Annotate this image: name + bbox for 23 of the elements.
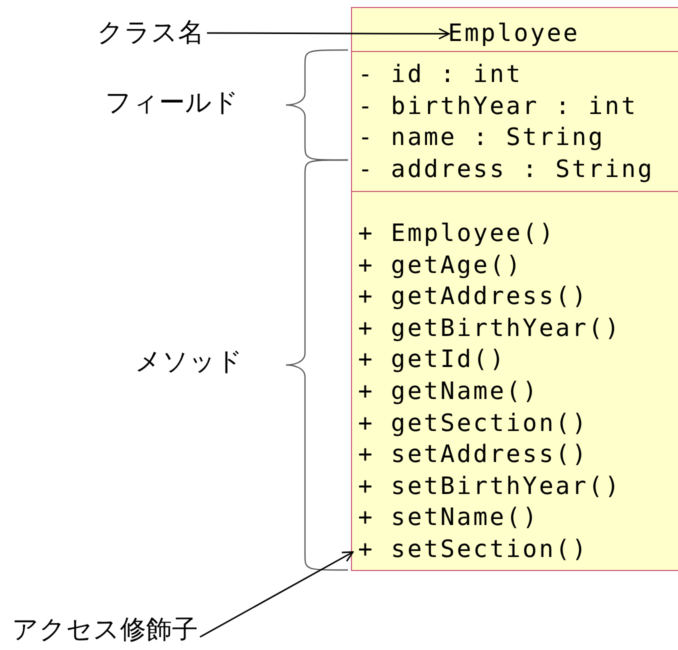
- class-box: [351, 7, 678, 571]
- method-text: + getName(): [358, 376, 539, 407]
- arrow: [200, 551, 354, 638]
- section-label: フィールド: [105, 88, 239, 118]
- method-text: + setBirthYear(): [358, 470, 622, 502]
- field-text: - name : String: [358, 122, 605, 154]
- method-text: + getAddress(): [358, 281, 588, 312]
- method-text: + setSection(): [358, 534, 588, 565]
- field-text: - address : String: [358, 154, 654, 185]
- annotation-text: クラス名: [97, 18, 204, 48]
- method-text: + getAge(): [358, 250, 522, 281]
- method-text: + getSection(): [358, 408, 588, 439]
- annotation-text: アクセス修飾子: [12, 615, 198, 645]
- field-text: - id : int: [358, 59, 522, 90]
- method-text: + setName(): [358, 502, 539, 534]
- arrow: [207, 28, 450, 40]
- section-label: メソッド: [135, 347, 243, 377]
- method-text: + setAddress(): [358, 439, 588, 470]
- field-text: - birthYear : int: [358, 90, 638, 122]
- method-text: + getBirthYear(): [358, 312, 622, 344]
- method-text: + getId(): [358, 344, 506, 376]
- method-text: + Employee(): [358, 218, 556, 249]
- class-name: Employee: [448, 18, 580, 50]
